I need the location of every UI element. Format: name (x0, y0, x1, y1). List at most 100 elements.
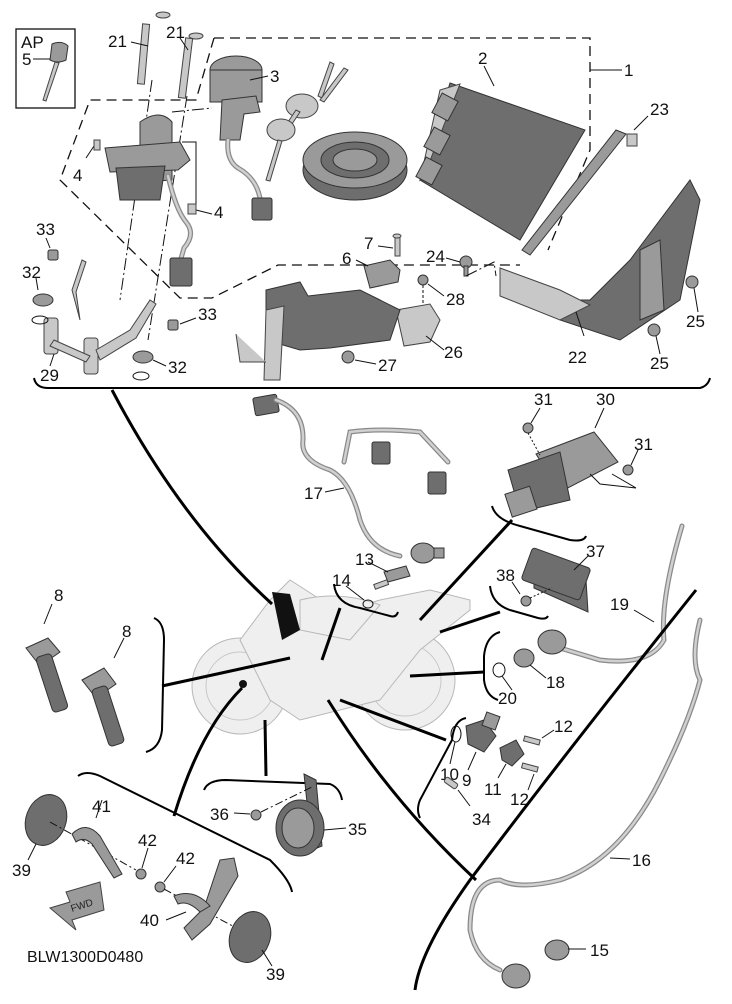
callout-31a: 31 (534, 390, 553, 409)
callout-6: 6 (342, 249, 351, 268)
callout-41: 41 (92, 797, 111, 816)
drawing-code: BLW1300D0480 (27, 949, 143, 966)
bracket-6[interactable] (363, 259, 401, 289)
ecu-strip[interactable] (521, 129, 627, 256)
callout-3: 3 (270, 67, 279, 86)
sensor-bracket-11[interactable] (499, 739, 525, 767)
callout-21a: 21 (108, 32, 127, 51)
gasket-20[interactable] (492, 662, 506, 678)
callout-9: 9 (462, 771, 471, 790)
callout-39b: 39 (266, 965, 285, 984)
pointer-line-coil (172, 686, 244, 817)
clip-23[interactable] (626, 133, 638, 147)
pointer-line-9 (339, 698, 447, 742)
callout-19: 19 (610, 595, 629, 614)
callout-11: 11 (484, 780, 502, 799)
nut-38[interactable] (520, 587, 553, 607)
fuel-cap[interactable] (302, 131, 408, 201)
bolt-25a[interactable] (685, 275, 699, 289)
pointer-line-top (110, 389, 274, 606)
bracket-26[interactable] (395, 303, 441, 347)
gasket-14[interactable] (362, 599, 374, 609)
o2-sensor-lead-19[interactable] (537, 523, 685, 664)
bolt-36[interactable] (250, 785, 315, 821)
collar-33b[interactable] (167, 319, 179, 331)
pointer-line-18 (409, 670, 485, 678)
ignition-coil-8b[interactable] (81, 667, 125, 747)
bracket-8 (145, 617, 166, 753)
bracket-41[interactable] (71, 827, 123, 879)
callout-8b: 8 (122, 622, 131, 641)
ecu-2[interactable] (415, 82, 586, 241)
o2-sensor-lead-16[interactable] (467, 617, 703, 989)
pointer-line-8 (161, 656, 291, 688)
callout-23: 23 (650, 100, 669, 119)
motorcycle-outline (191, 579, 471, 735)
screw-31a[interactable] (522, 422, 541, 456)
callout-7: 7 (364, 234, 373, 253)
callout-42b: 42 (176, 849, 195, 868)
control-unit-30[interactable] (504, 431, 619, 518)
callout-32a: 32 (22, 263, 41, 282)
callout-8a: 8 (54, 586, 63, 605)
bracket-40[interactable] (173, 857, 239, 941)
callout-40: 40 (140, 911, 159, 930)
lock-cylinder-3[interactable] (171, 55, 273, 221)
bracket-37-38 (489, 585, 549, 620)
callout-21b: 21 (166, 23, 185, 42)
callout-12b: 12 (510, 790, 529, 809)
bracket-35-36 (203, 778, 343, 801)
callout-18: 18 (546, 673, 565, 692)
sensor-9[interactable] (465, 711, 501, 753)
horn-35[interactable] (275, 773, 325, 857)
damper-32b[interactable] (132, 350, 154, 381)
holder-assembly[interactable] (235, 281, 401, 381)
fwd-arrow: FWD (48, 881, 105, 931)
damper-32a[interactable] (31, 293, 54, 325)
bracket-30 (491, 505, 587, 542)
pointer-line-horn (263, 719, 268, 777)
callout-36: 36 (210, 805, 229, 824)
temperature-sensor-13[interactable] (373, 542, 445, 590)
nut-42a[interactable] (135, 868, 147, 880)
reflector-39b[interactable] (222, 906, 277, 969)
separator-line-cross (326, 699, 478, 882)
callout-24: 24 (426, 247, 445, 266)
callout-42a: 42 (138, 831, 157, 850)
callout-22: 22 (568, 348, 587, 367)
bolt-24[interactable] (459, 255, 473, 277)
bolt-12b[interactable] (520, 762, 539, 773)
bolt-7[interactable] (392, 233, 402, 257)
main-switch-assembly[interactable] (104, 114, 191, 201)
bolt-25b[interactable] (647, 323, 661, 337)
o-ring-10[interactable] (450, 725, 462, 743)
callout-13: 13 (355, 550, 374, 569)
plate-37[interactable] (521, 547, 591, 613)
key-blank-part[interactable] (42, 41, 69, 102)
fuse-34[interactable] (443, 776, 459, 790)
ap-inset-box: AP 5 (15, 28, 76, 109)
callout-30: 30 (596, 390, 615, 409)
pointer-line-37 (439, 610, 501, 634)
bolt-12a[interactable] (522, 735, 541, 746)
bracket-9-12 (417, 717, 467, 819)
ap-label: AP (21, 33, 44, 52)
bolt-27[interactable] (341, 350, 355, 364)
sensor-18[interactable] (513, 648, 535, 668)
ignition-coil-8a[interactable] (25, 637, 69, 713)
sub-wire-harness-17[interactable] (252, 393, 451, 559)
callout-27: 27 (378, 356, 397, 375)
callout-37: 37 (586, 542, 605, 561)
sensor-15[interactable] (544, 939, 570, 961)
ecu-bracket-22[interactable] (499, 179, 701, 341)
callout-1: 1 (624, 61, 633, 80)
screw-31b[interactable] (622, 464, 634, 476)
bracket-18-20 (483, 631, 501, 701)
callout-25b: 25 (650, 354, 669, 373)
keys[interactable] (265, 61, 349, 182)
collar-33a[interactable] (47, 249, 59, 261)
callout-20: 20 (498, 689, 517, 708)
shear-bolts-21[interactable] (119, 11, 204, 341)
callout-26: 26 (444, 343, 463, 362)
lock-bracket-29[interactable] (43, 259, 157, 375)
